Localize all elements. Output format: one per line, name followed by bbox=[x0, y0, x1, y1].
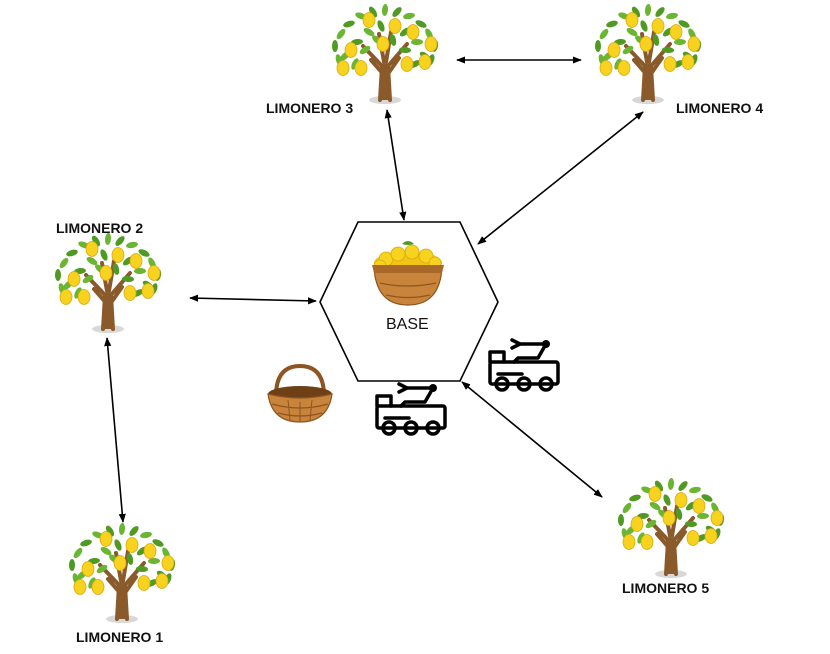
connector-limonero4-base bbox=[477, 111, 644, 245]
connector-limonero2-base bbox=[189, 294, 317, 305]
lemon-tree-icon bbox=[332, 4, 439, 104]
tree-label-limonero-2: LIMONERO 2 bbox=[56, 220, 144, 236]
tree-label-limonero-4: LIMONERO 4 bbox=[676, 100, 764, 116]
tree-label-limonero-1: LIMONERO 1 bbox=[76, 629, 164, 645]
base-label: BASE bbox=[386, 316, 429, 333]
robot-cart-icon bbox=[488, 338, 560, 392]
lemon-tree-icon bbox=[595, 4, 702, 104]
lemon-tree-icon bbox=[69, 523, 176, 623]
robot-cart-icon bbox=[375, 382, 447, 436]
lemon-tree-icon bbox=[618, 478, 725, 578]
connector-limonero2-limonero1 bbox=[104, 337, 126, 523]
lemon-basket-icon bbox=[372, 241, 444, 306]
lemon-tree-icon bbox=[55, 233, 162, 333]
wicker-basket-icon bbox=[267, 363, 333, 423]
connections bbox=[104, 56, 644, 523]
tree-label-limonero-5: LIMONERO 5 bbox=[622, 580, 710, 596]
tree-label-limonero-3: LIMONERO 3 bbox=[266, 100, 354, 116]
connector-limonero3-base bbox=[384, 109, 407, 221]
connector-base-limonero5 bbox=[461, 381, 603, 498]
